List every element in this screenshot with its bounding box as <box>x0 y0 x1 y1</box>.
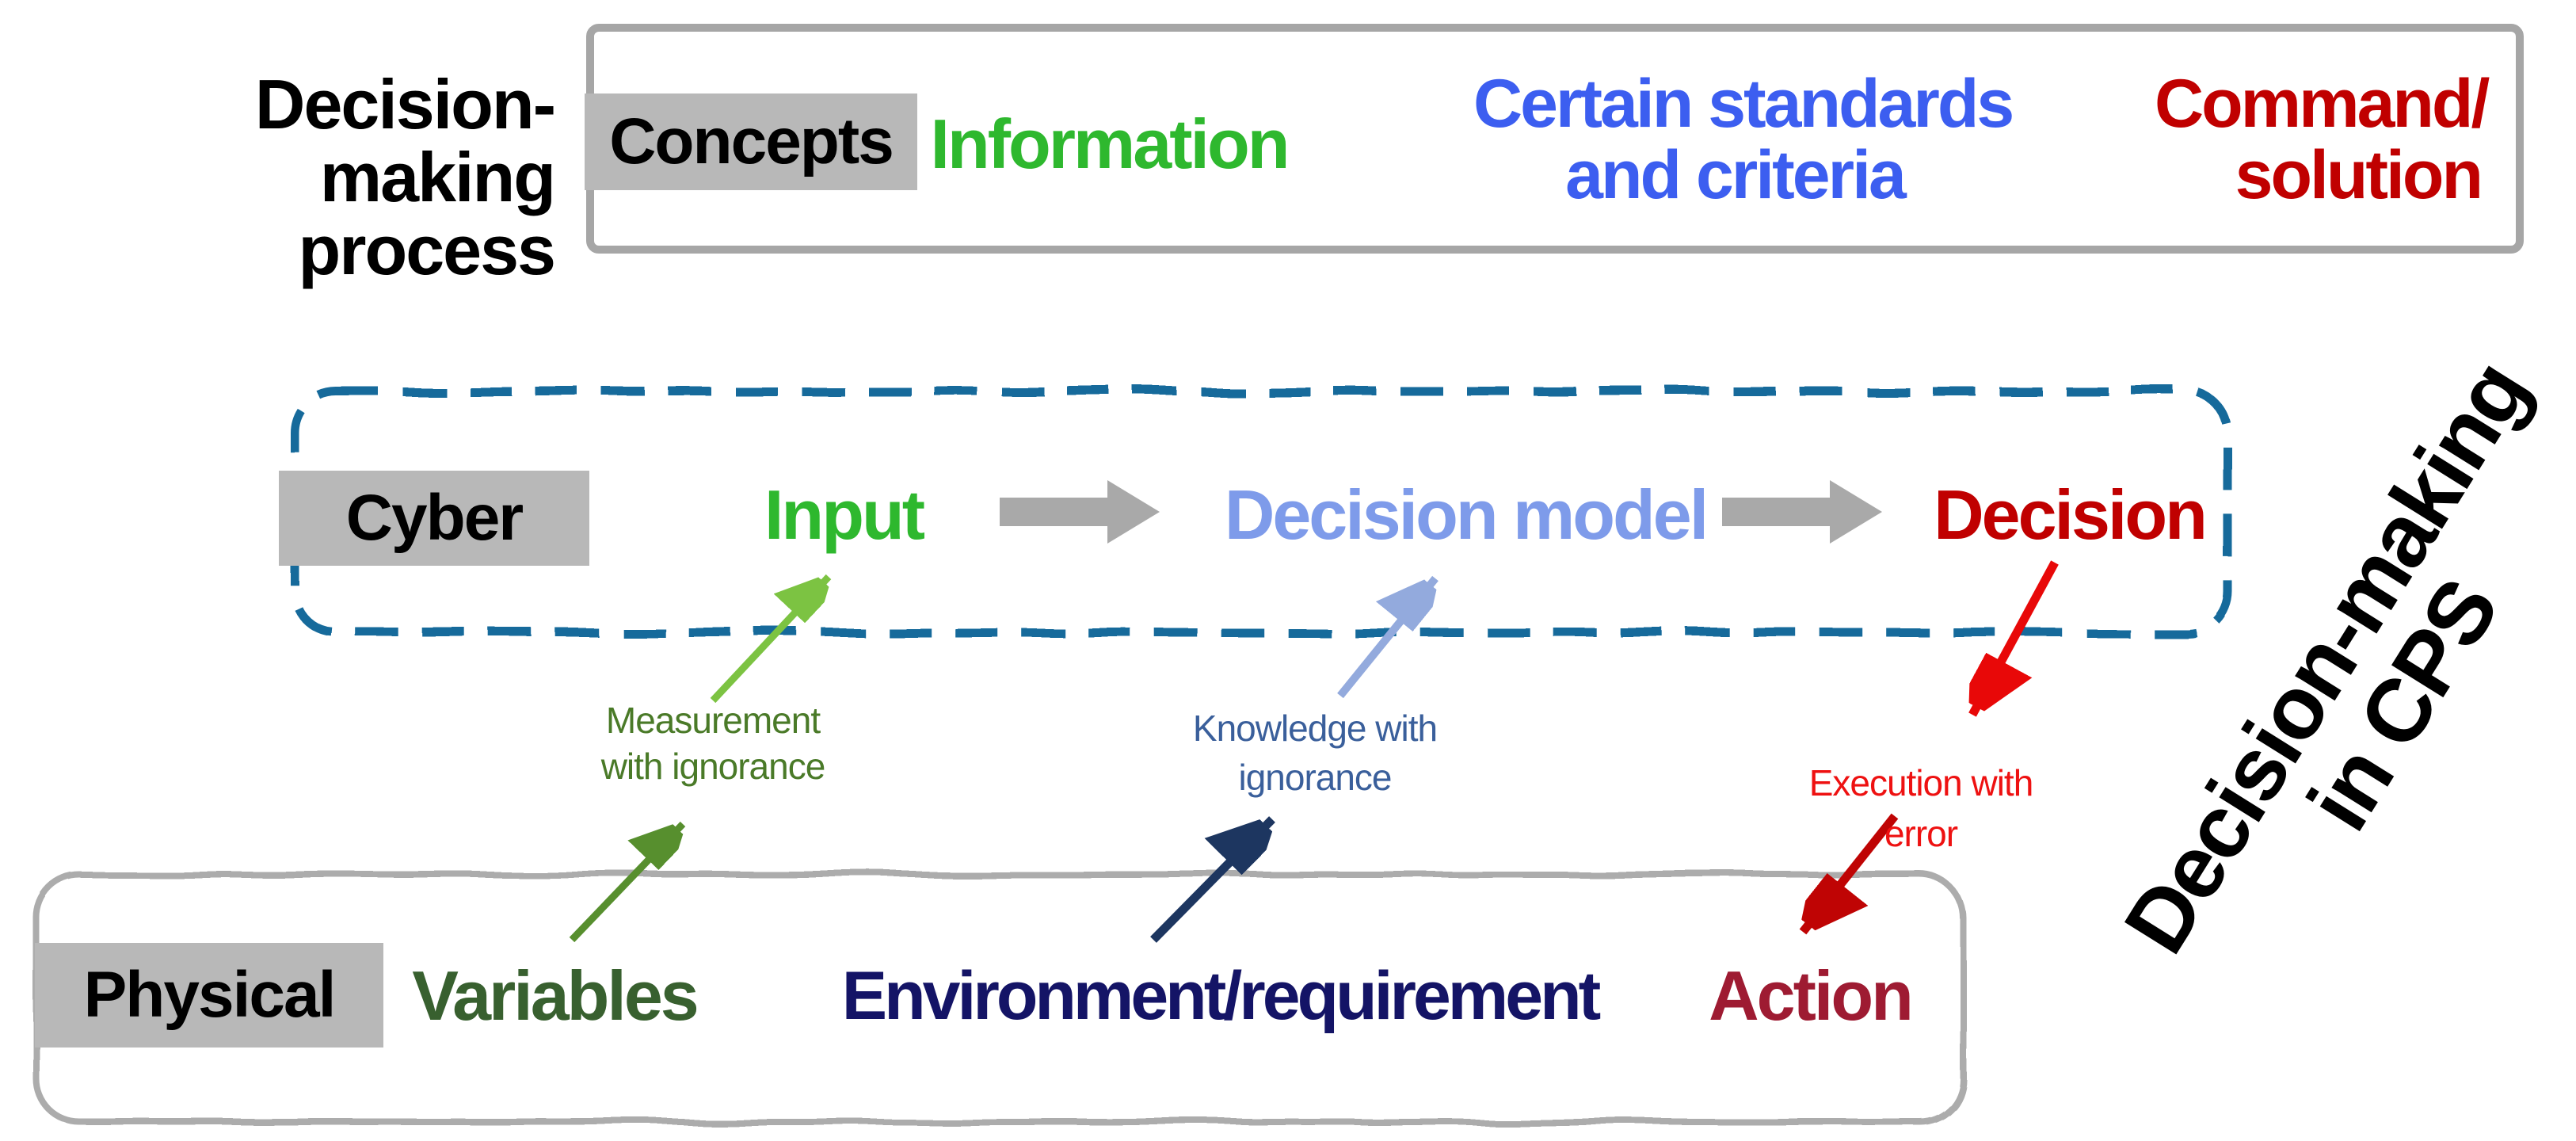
knowledge-line2: ignorance <box>1238 757 1392 798</box>
arrow-input-to-model-icon <box>1000 480 1160 544</box>
physical-stage-label: Physical <box>83 959 337 1031</box>
process-title: Decision-making process <box>24 65 556 289</box>
command-line1: Command/ <box>2155 66 2490 142</box>
decision-model-node: Decision model <box>1224 475 1709 554</box>
execution-annotation: Execution with error <box>1727 757 2115 859</box>
knowledge-annotation: Knowledge with ignorance <box>1117 704 1513 802</box>
physical-stage-chip: Physical <box>35 943 383 1048</box>
action-node: Action <box>1709 956 1914 1035</box>
standards-line2: and criteria <box>1565 137 1907 213</box>
standards-line1: Certain standards <box>1473 66 2014 142</box>
environment-node: Environment/requirement <box>841 958 1602 1034</box>
process-title-line1: Decision-making <box>254 65 556 216</box>
measurement-upper-arrow-icon <box>710 577 829 704</box>
knowledge-upper-arrow-icon <box>1337 578 1435 699</box>
standards-node: Certain standards and criteria <box>1473 66 2014 213</box>
knowledge-lower-arrow-icon <box>1150 819 1272 943</box>
information-node: Information <box>930 105 1290 183</box>
cyber-stage-chip: Cyber <box>279 471 589 566</box>
knowledge-line1: Knowledge with <box>1192 708 1438 749</box>
side-title-line1: Decision-making <box>2105 345 2547 970</box>
concepts-stage-label: Concepts <box>609 105 894 177</box>
cyber-stage-label: Cyber <box>345 482 524 554</box>
command-line2: solution <box>2235 137 2483 213</box>
measurement-line2: with ignorance <box>600 746 826 787</box>
execution-line1: Execution with <box>1808 762 2034 803</box>
execution-upper-arrow-icon <box>1972 560 2059 715</box>
measurement-annotation: Measurement with ignorance <box>515 697 911 789</box>
side-title-decision-making-in-cps: Decision-making in CPS <box>2015 197 2576 1141</box>
decision-node: Decision <box>1934 475 2208 554</box>
variables-node: Variables <box>412 956 699 1035</box>
measurement-line1: Measurement <box>605 700 821 741</box>
arrow-model-to-decision-icon <box>1722 480 1882 544</box>
execution-line2: error <box>1884 813 1958 854</box>
concepts-stage-chip: Concepts <box>585 93 917 190</box>
command-node: Command/ solution <box>2155 66 2490 213</box>
input-node: Input <box>764 475 925 554</box>
process-title-line2: process <box>298 211 556 289</box>
measurement-lower-arrow-icon <box>569 824 683 943</box>
